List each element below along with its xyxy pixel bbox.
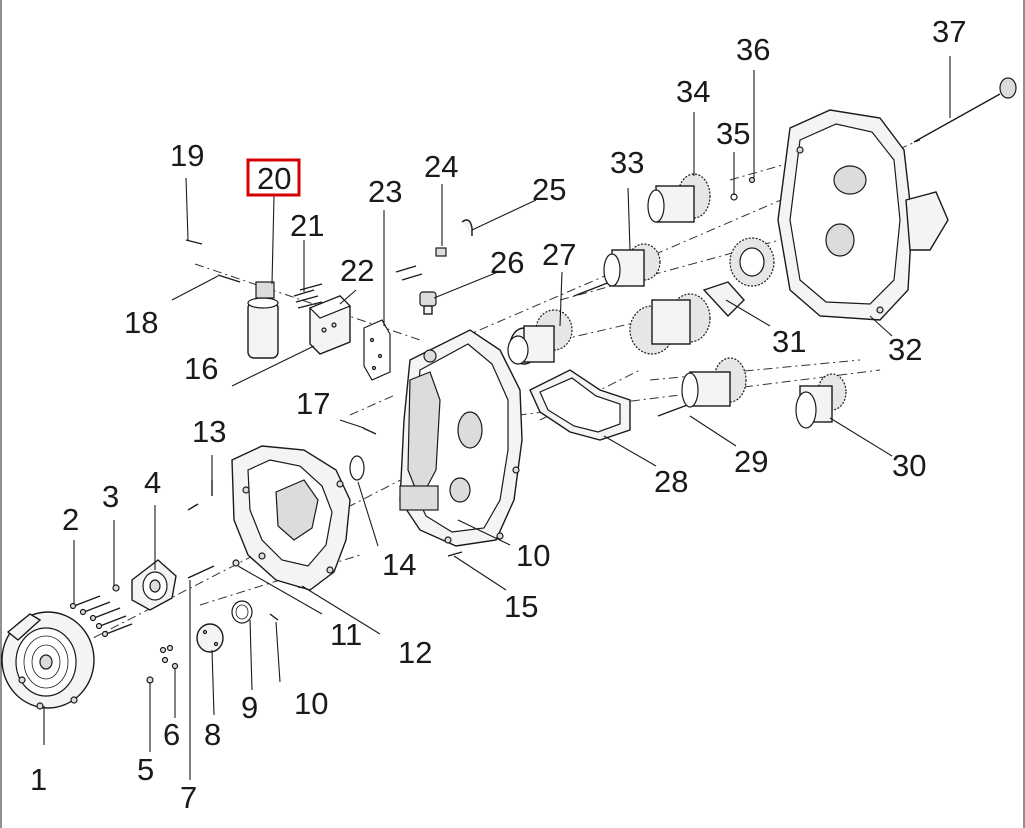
part-17-pin [362, 427, 377, 435]
part-31-shaft-assembly [629, 281, 745, 355]
part-25-u-bolt [461, 219, 473, 236]
callout-labels: 1 2 3 4 5 6 7 8 9 10 10 11 12 13 14 15 1… [30, 14, 966, 815]
callout-11: 11 [330, 617, 362, 652]
part-36-pin [748, 176, 756, 184]
callout-8: 8 [204, 717, 221, 752]
callout-24: 24 [424, 149, 458, 184]
callout-5: 5 [137, 752, 154, 787]
callout-28: 28 [654, 464, 688, 499]
part-27-clutch [507, 309, 573, 365]
part-4-hub [131, 559, 177, 611]
part-19-bolt [185, 239, 203, 245]
part-main-housing [399, 329, 523, 547]
part-7-pin [187, 565, 215, 579]
part-24-clip [435, 247, 447, 257]
part-20-filter [247, 281, 279, 359]
callout-25: 25 [532, 172, 566, 207]
callout-18: 18 [124, 305, 158, 340]
callout-26: 26 [490, 245, 524, 280]
part-5-6-small-fasteners [146, 644, 179, 684]
callout-4: 4 [144, 465, 161, 500]
part-23-gasket-plate [363, 319, 391, 381]
part-13-bolts [187, 480, 213, 511]
part-22-bolts [395, 265, 423, 281]
callout-32: 32 [888, 332, 922, 367]
callout-20: 20 [257, 161, 291, 196]
part-3-washer [112, 584, 120, 592]
callout-9: 9 [241, 690, 258, 725]
callout-33: 33 [610, 145, 644, 180]
part-11-washer [232, 559, 240, 567]
part-15-bolt [447, 551, 463, 557]
callout-31: 31 [772, 324, 806, 359]
part-18-bolt [217, 274, 241, 283]
callout-19: 19 [170, 138, 204, 173]
callout-15: 15 [504, 589, 538, 624]
callout-10-lower: 10 [294, 686, 328, 721]
part-8-cover-plate [196, 623, 224, 653]
part-29-shaft [657, 357, 747, 417]
callout-16: 16 [184, 351, 218, 386]
part-34-gear-assembly [647, 173, 711, 223]
callout-1: 1 [30, 762, 47, 797]
part-9-gasket [231, 600, 253, 624]
callout-37: 37 [932, 14, 966, 49]
part-16-valve-block [308, 295, 352, 355]
callout-23: 23 [368, 174, 402, 209]
callout-14: 14 [382, 547, 416, 582]
callout-35: 35 [716, 116, 750, 151]
part-37-long-shaft [913, 77, 1017, 143]
callout-7: 7 [180, 780, 197, 815]
callout-29: 29 [734, 444, 768, 479]
part-33-input-shaft [573, 243, 661, 297]
highlight-box-part-20 [246, 158, 301, 197]
callout-17: 17 [296, 386, 330, 421]
part-14-o-ring [349, 455, 365, 481]
part-large-gear [729, 237, 775, 287]
callout-12: 12 [398, 635, 432, 670]
part-1-torque-converter [1, 611, 95, 710]
callout-27: 27 [542, 237, 576, 272]
callout-30: 30 [892, 448, 926, 483]
part-2-bolts [69, 595, 133, 638]
callout-10-upper: 10 [516, 538, 550, 573]
part-32-transmission-housing [777, 109, 949, 321]
callout-6: 6 [163, 717, 180, 752]
callout-13: 13 [192, 414, 226, 449]
part-10-bolt-lower [269, 613, 279, 621]
part-30-clutch-pack [795, 373, 847, 429]
part-28-shell [529, 369, 631, 441]
callout-2: 2 [62, 502, 79, 537]
callout-3: 3 [102, 479, 119, 514]
callout-21: 21 [290, 208, 324, 243]
part-converter-housing [231, 445, 351, 591]
leader-lines [43, 56, 951, 780]
callout-36: 36 [736, 32, 770, 67]
callout-22: 22 [340, 253, 374, 288]
callout-34: 34 [676, 74, 710, 109]
part-26-plug [419, 291, 437, 315]
